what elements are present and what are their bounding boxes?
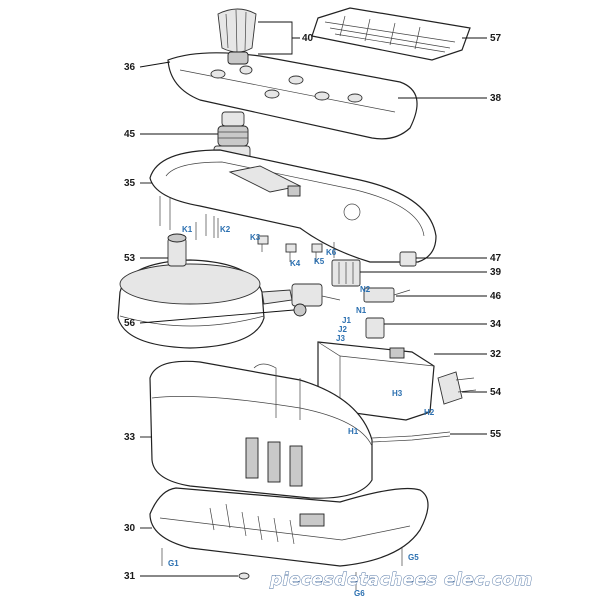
part-53-boiler-tank	[117, 233, 293, 349]
label-j1: J1	[342, 316, 351, 325]
part-number-57: 57	[490, 33, 502, 44]
watermark: piecesdetachees elec.com	[269, 570, 533, 590]
part-number-46: 46	[490, 291, 502, 302]
part-number-35: 35	[124, 178, 136, 189]
label-n2: N2	[360, 285, 371, 294]
part-number-56: 56	[124, 318, 136, 329]
label-h2: H2	[424, 408, 435, 417]
leader-36	[139, 61, 171, 68]
part-number-34: 34	[490, 319, 502, 330]
part-number-36: 36	[124, 62, 136, 73]
part-30-base	[149, 487, 429, 567]
part-31-foot	[238, 572, 250, 580]
label-h1: H1	[348, 427, 359, 436]
part-54-power-plug	[437, 371, 477, 405]
part-number-39: 39	[490, 267, 502, 278]
part-35-top-housing	[149, 149, 437, 263]
part-46-thermostat	[363, 287, 411, 303]
part-number-33: 33	[124, 432, 136, 443]
label-j3: J3	[336, 334, 345, 343]
bracket-40	[258, 21, 300, 55]
label-k3: K3	[250, 233, 261, 242]
label-h3: H3	[392, 389, 403, 398]
part-39-terminal-block	[331, 259, 361, 287]
part-number-31: 31	[124, 571, 136, 582]
part-40-knob	[217, 8, 257, 53]
part-56-pressure-switch	[291, 283, 341, 317]
label-k2: K2	[220, 225, 231, 234]
label-n1: N1	[356, 306, 367, 315]
part-number-47: 47	[490, 253, 502, 264]
part-number-53: 53	[124, 253, 136, 264]
part-47-clip	[399, 251, 417, 267]
label-g6: G6	[354, 589, 365, 598]
part-number-32: 32	[490, 349, 502, 360]
part-36-upper-lid	[167, 51, 418, 140]
part-33-body-shell	[149, 360, 451, 499]
connector-cluster-k	[195, 218, 335, 262]
part-number-40: 40	[302, 33, 314, 44]
part-number-55: 55	[490, 429, 502, 440]
label-k6: K6	[326, 248, 337, 257]
label-g1: G1	[168, 559, 179, 568]
label-k5: K5	[314, 257, 325, 266]
part-number-54: 54	[490, 387, 502, 398]
part-57-grid-plate	[311, 7, 471, 61]
leader-56	[139, 309, 295, 324]
part-number-38: 38	[490, 93, 502, 104]
part-number-45: 45	[124, 129, 136, 140]
part-32-electronic-module	[317, 341, 435, 421]
label-k1: K1	[182, 225, 193, 234]
part-34-bracket	[365, 317, 398, 339]
label-g5: G5	[408, 553, 419, 562]
label-j2: J2	[338, 325, 347, 334]
part-number-30: 30	[124, 523, 136, 534]
label-k4: K4	[290, 259, 301, 268]
